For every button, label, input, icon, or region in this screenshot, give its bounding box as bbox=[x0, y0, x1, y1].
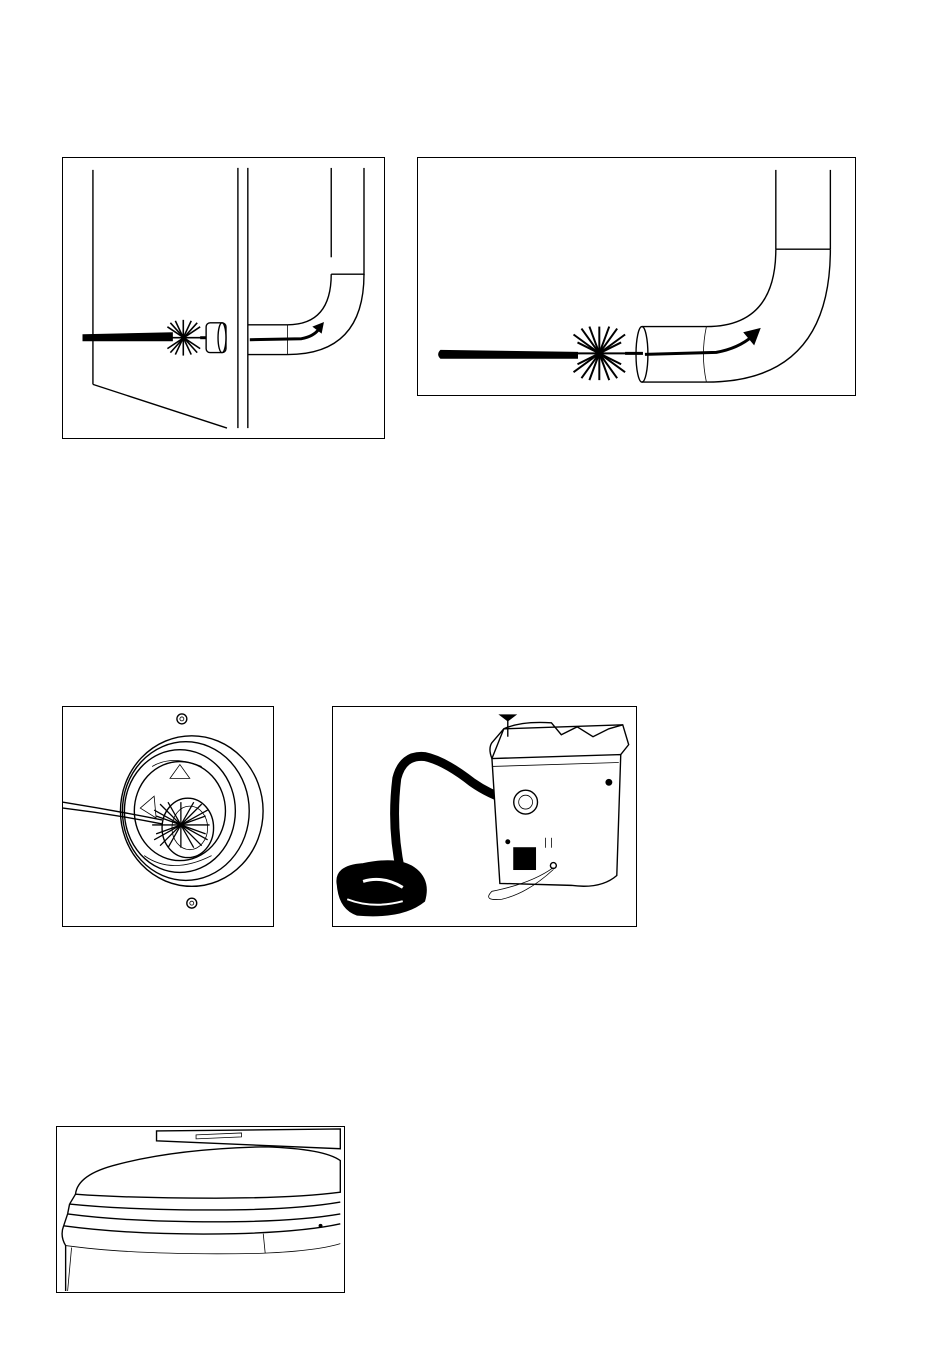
toilet-lid-illustration bbox=[57, 1127, 344, 1292]
figure-brush-fan-housing bbox=[62, 706, 274, 927]
figure-vacuum-toilet-unit bbox=[332, 706, 637, 927]
vacuum-cleaning-toilet-unit-illustration bbox=[333, 707, 636, 926]
brush-cleaning-vent-pipe-through-wall-illustration bbox=[63, 158, 384, 438]
figure-toilet-lid bbox=[56, 1126, 345, 1293]
figure-brush-wall-pipe bbox=[62, 157, 385, 439]
brush-cleaning-fan-housing-illustration bbox=[63, 707, 273, 926]
figure-brush-elbow-pipe bbox=[417, 157, 856, 396]
brush-cleaning-elbow-pipe-illustration bbox=[418, 158, 855, 395]
